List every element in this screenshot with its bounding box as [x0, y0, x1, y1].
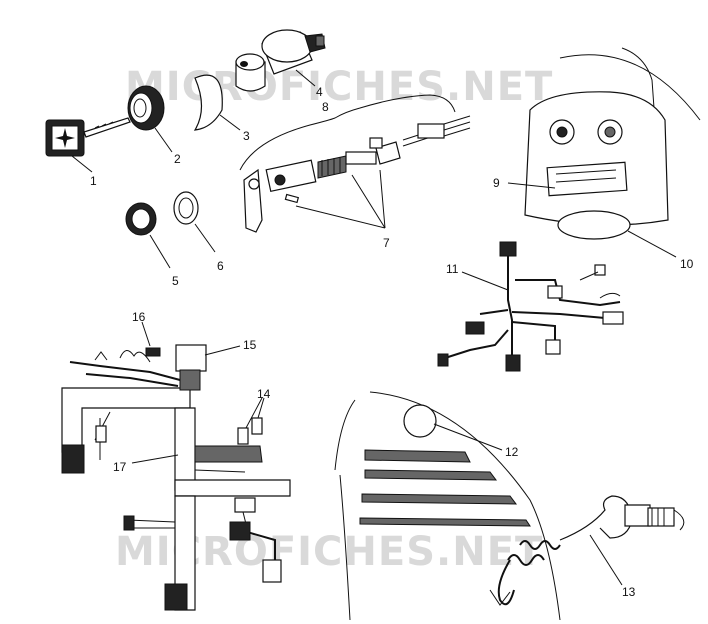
leader-6	[194, 223, 216, 253]
leader-2	[154, 127, 173, 153]
leader-3	[219, 114, 241, 131]
leader-11	[461, 271, 509, 291]
callout-10: 10	[680, 257, 694, 271]
leader-17	[131, 454, 179, 464]
leader-8	[239, 94, 456, 171]
throttle-linkage-part-7	[243, 115, 471, 233]
washer-part-6	[173, 191, 199, 225]
hood-grille-part-12	[334, 391, 561, 621]
leader-10	[627, 230, 677, 258]
wiring-harness-part-11	[437, 241, 624, 372]
ring-part-5	[125, 202, 157, 236]
callout-3: 3	[243, 129, 250, 143]
callout-6: 6	[217, 259, 224, 273]
dash-panel-part-9	[524, 47, 701, 226]
leader-14	[245, 397, 265, 429]
leader-13	[589, 534, 623, 586]
leader-9	[507, 182, 556, 189]
ignition-switch-part-4	[235, 29, 326, 92]
leader-12	[433, 423, 503, 451]
leader-15	[204, 345, 241, 356]
callout-14: 14	[257, 387, 271, 401]
callout-2: 2	[174, 152, 181, 166]
callout-9: 9	[493, 176, 500, 190]
callout-16: 16	[132, 310, 146, 324]
leader-1	[71, 155, 93, 173]
callout-11: 11	[446, 262, 459, 276]
o-ring-part-10	[557, 210, 631, 240]
callout-7: 7	[383, 236, 390, 250]
leader-16	[141, 321, 151, 347]
callout-12: 12	[505, 445, 519, 459]
callout-8: 8	[322, 100, 329, 114]
key-part-1	[45, 117, 131, 157]
ring-nut-part-2	[127, 85, 165, 131]
callout-13: 13	[622, 585, 636, 599]
callout-15: 15	[243, 338, 257, 352]
callout-17: 17	[113, 460, 127, 474]
callout-5: 5	[172, 274, 179, 288]
leader-5	[149, 234, 171, 269]
frame-harness-part-17	[61, 344, 291, 611]
leader-7	[295, 169, 386, 229]
callout-1: 1	[90, 174, 97, 188]
watermark-top: MICROFICHES.NET	[125, 64, 553, 110]
callout-4: 4	[316, 85, 323, 99]
leader-4	[295, 69, 316, 87]
curved-washer-part-3	[193, 74, 223, 131]
tether-switch-part-13	[489, 495, 685, 606]
